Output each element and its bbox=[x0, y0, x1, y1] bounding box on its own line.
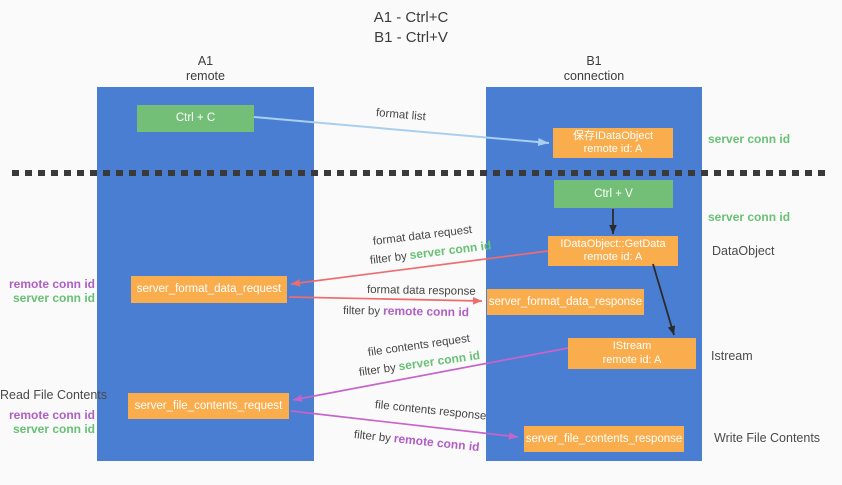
filter-by-text: filter by bbox=[353, 429, 392, 445]
session-divider-line bbox=[12, 170, 831, 176]
node-server-file-contents-request: server_file_contents_request bbox=[128, 393, 289, 419]
node-save-dataobject-line1: 保存IDataObject bbox=[572, 129, 654, 142]
diagram-title: A1 - Ctrl+C B1 - Ctrl+V bbox=[311, 8, 511, 48]
node-server-format-data-request: server_format_data_request bbox=[131, 276, 287, 303]
node-save-dataobject-line2: remote id: A bbox=[583, 143, 643, 155]
node-server-file-contents-response: server_file_contents_response bbox=[524, 426, 684, 452]
annotation-write-file-contents: Write File Contents bbox=[714, 431, 821, 445]
title-line-a1: A1 - Ctrl+C bbox=[373, 9, 449, 26]
node-save-dataobject: 保存IDataObject remote id: A bbox=[553, 128, 673, 158]
node-idataobject-getdata: IDataObject::GetData remote id: A bbox=[548, 236, 678, 266]
annotation-read-file-contents: Read File Contents bbox=[0, 388, 108, 402]
label-format-list: format list bbox=[375, 107, 427, 124]
label-file-contents-response: file contents response bbox=[374, 399, 487, 423]
column-b-header: B1 connection bbox=[486, 54, 702, 83]
filter-remote-conn-id-text: remote conn id bbox=[393, 431, 481, 455]
node-istream: IStream remote id: A bbox=[568, 338, 696, 369]
annotation-conn-ids-format: remote conn id server conn id bbox=[0, 277, 95, 305]
node-ctrl-c: Ctrl + C bbox=[137, 105, 254, 132]
node-ctrl-v-label: Ctrl + V bbox=[594, 187, 633, 200]
node-istream-line2: remote id: A bbox=[602, 353, 662, 366]
node-getdata-line2: remote id: A bbox=[583, 251, 643, 263]
node-istream-line1: IStream bbox=[612, 340, 652, 352]
column-a-header: A1 remote bbox=[97, 54, 314, 83]
column-a-name: A1 bbox=[197, 54, 214, 68]
node-file-request-label: server_file_contents_request bbox=[134, 399, 283, 412]
annotation-remote-conn-id-format: remote conn id bbox=[8, 277, 95, 291]
label-format-data-response: format data response bbox=[366, 284, 476, 298]
column-a-subtitle: remote bbox=[186, 68, 225, 83]
annotation-remote-conn-id-file: remote conn id bbox=[8, 408, 95, 422]
filter-by-text: filter by bbox=[369, 250, 408, 267]
node-format-request-label: server_format_data_request bbox=[136, 283, 282, 295]
node-format-response-label: server_format_data_response bbox=[488, 295, 643, 308]
annotation-server-conn-id-file: server conn id bbox=[12, 421, 95, 436]
annotation-dataobject: DataObject bbox=[712, 244, 775, 258]
node-server-format-data-response: server_format_data_response bbox=[487, 289, 644, 315]
node-ctrl-v: Ctrl + V bbox=[554, 180, 673, 208]
column-b-name: B1 bbox=[586, 54, 602, 68]
annotation-server-conn-id-mid: server conn id bbox=[708, 210, 791, 224]
format-data-response-arrow bbox=[288, 296, 483, 305]
filter-by-text: filter by bbox=[358, 361, 397, 379]
column-b-subtitle: connection bbox=[563, 68, 625, 83]
annotation-conn-ids-file: remote conn id server conn id bbox=[0, 408, 95, 436]
annotation-server-conn-id-format: server conn id bbox=[12, 290, 95, 305]
node-getdata-line1: IDataObject::GetData bbox=[560, 237, 666, 250]
annotation-istream: Istream bbox=[711, 349, 753, 363]
title-line-b1: B1 - Ctrl+V bbox=[374, 29, 448, 46]
annotation-read-file-contents-label: Read File Contents bbox=[0, 388, 108, 402]
annotation-server-conn-id-top: server conn id bbox=[708, 132, 791, 146]
filter-by-text: filter by bbox=[342, 305, 381, 318]
node-file-response-label: server_file_contents_response bbox=[525, 432, 683, 445]
filter-remote-conn-id-text: remote conn id bbox=[382, 303, 470, 320]
node-ctrl-c-label: Ctrl + C bbox=[175, 112, 216, 124]
